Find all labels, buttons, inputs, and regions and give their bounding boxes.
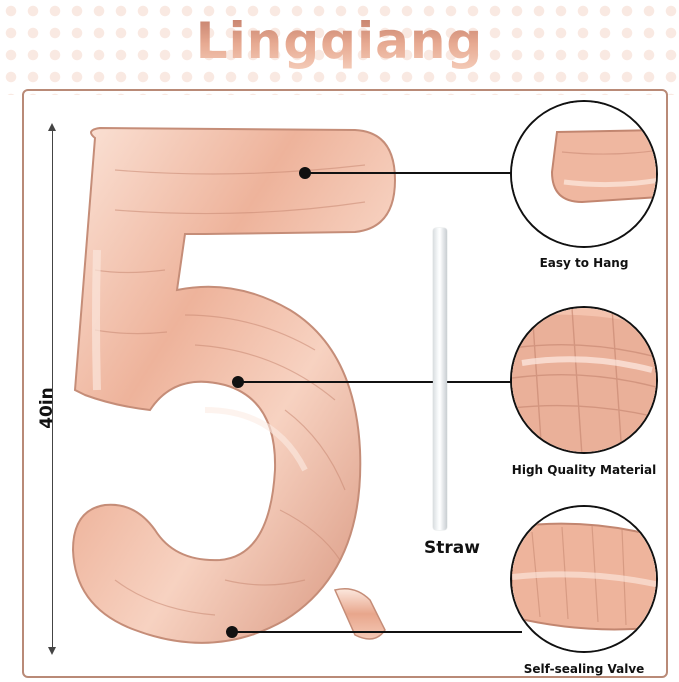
straw-label: Straw <box>424 538 480 558</box>
height-label: 40in <box>37 387 57 429</box>
callout-line-material <box>238 381 513 383</box>
zoom-detail-material <box>510 306 658 454</box>
product-frame <box>22 89 668 678</box>
height-dimension-line <box>48 123 56 655</box>
decorative-dot-pattern <box>0 0 679 95</box>
brand-title: Lingqiang <box>0 12 679 70</box>
feature-label-hang: Easy to Hang <box>539 256 629 270</box>
feature-label-valve: Self-sealing Valve <box>523 662 645 676</box>
zoom-detail-hang <box>510 100 658 248</box>
straw-image <box>433 228 447 530</box>
number-five-balloon <box>71 126 397 644</box>
callout-line-hang <box>305 172 515 174</box>
callout-line-valve <box>232 631 522 633</box>
zoom-detail-valve <box>510 505 658 653</box>
feature-label-material: High Quality Material <box>511 463 657 477</box>
